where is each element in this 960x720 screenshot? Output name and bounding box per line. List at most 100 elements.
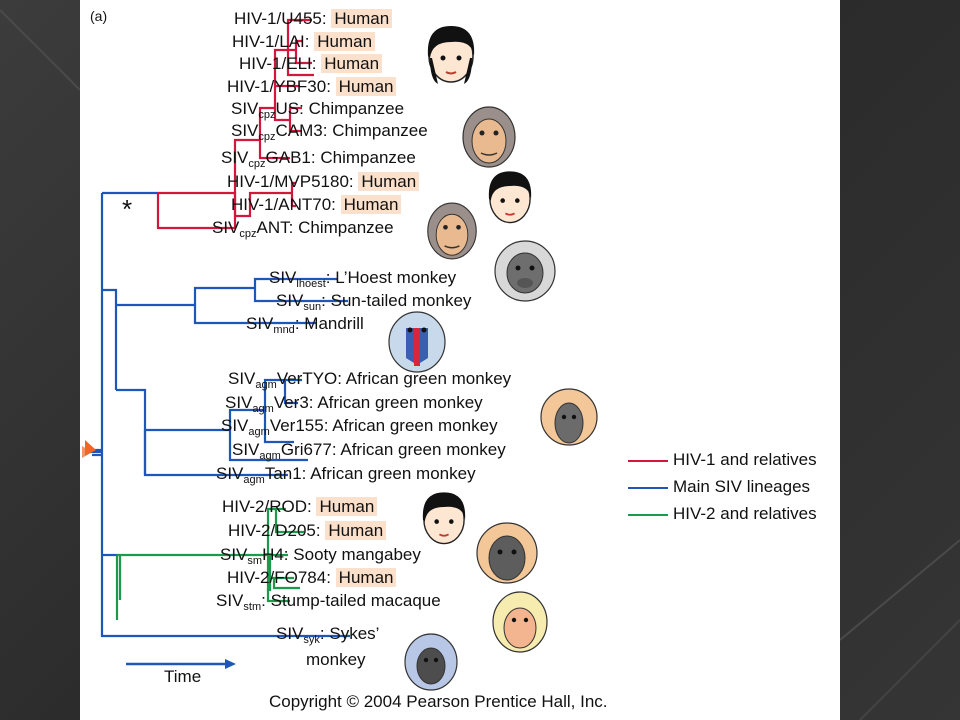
strain-name: HIV-1/YBF30: [227,77,331,96]
virus-subscript: stm [243,601,262,613]
virus-base: SIV [232,440,260,459]
host-name: Chimpanzee [332,121,428,140]
strain-name: HIV-2/ROD: [222,497,312,516]
african-green-monkey-face-icon [540,388,598,446]
virus-subscript: mnd [273,324,295,336]
host-name: Human [358,172,420,191]
leaf-label: SIVlhoest: L’Hoest monkey [269,268,457,290]
leaf-label: SIVsun: Sun-tailed monkey [276,291,472,313]
strain-name: HIV-1/ANT70: [231,195,336,214]
virus-base: SIV [228,369,256,388]
leaf-label: SIVstm: Stump-tailed macaque [216,591,441,613]
strain-suffix: Ver155: [269,416,329,435]
strain-name: HIV-2/D205: [228,521,321,540]
star-marker: * [122,194,133,224]
chimpanzee-face-icon [427,202,477,260]
leaf-label: HIV-1/MVP5180: Human [227,172,420,193]
host-name: Sooty mangabey [293,545,421,564]
host-name: Human [340,195,402,214]
virus-subscript: agm [243,474,265,486]
time-arrow [126,659,236,669]
leaf-label: SIVsmH4: Sooty mangabey [220,545,421,567]
strain-name: HIV-1/ELI: [239,54,317,73]
virus-base: SIV [276,624,304,643]
host-name: African green monkey [310,464,476,483]
leaf-label: HIV-2/D205: Human [228,521,387,542]
virus-subscript: sun [303,301,322,313]
strain-name: HIV-2/FO784: [227,568,331,587]
host-name: Chimpanzee [298,218,394,237]
host-name: Human [331,9,393,28]
root-arrow-icon [82,440,96,458]
host-name: Human [321,54,383,73]
strain-suffix: Gri677: [280,440,337,459]
leaf-label: SIVsyk: Sykes’monkey [276,624,380,669]
virus-subscript: syk [303,634,320,646]
siv-main-branches [88,191,350,638]
virus-base: SIV [276,291,304,310]
leaf-label: HIV-2/ROD: Human [222,497,378,518]
strain-suffix: ANT: [256,218,294,237]
figure-slide: (a) [80,0,840,720]
leaf-label: HIV-1/U455: Human [234,9,393,30]
legend-label: HIV-2 and relatives [673,504,817,523]
virus-subscript: agm [259,450,281,462]
time-axis-label: Time [164,667,202,686]
leaf-label: HIV-1/YBF30: Human [227,77,397,98]
leaf-label: SIVcpzANT: Chimpanzee [212,218,394,240]
host-name: Chimpanzee [308,99,405,118]
host-name: Human [314,32,376,51]
host-name: Stump-tailed macaque [270,591,441,610]
strain-name: HIV-1/U455: [234,9,327,28]
host-name: African green monkey [332,416,498,435]
virus-base: SIV [269,268,297,287]
host-name: Mandrill [304,314,364,333]
sykes-monkey-face-icon [404,633,458,691]
leaf-label: HIV-1/ELI: Human [239,54,383,75]
virus-base: SIV [216,464,244,483]
host-name: Human [335,568,397,587]
strain-suffix: Tan1: [264,464,307,483]
virus-subscript: sm [247,555,263,567]
legend-label: Main SIV lineages [673,477,811,496]
strain-suffix: GAB1: [265,148,316,167]
stump-tailed-macaque-face-icon [492,591,548,653]
legend-swatch [628,487,668,489]
copyright-notice: Copyright © 2004 Pearson Prentice Hall, … [269,692,608,711]
strain-suffix: US: [275,99,304,118]
host-name: Sun-tailed monkey [330,291,472,310]
strain-suffix: : [325,268,331,287]
strain-suffix: H4: [262,545,289,564]
host-name: African green monkey [345,369,512,388]
virus-subscript: agm [252,403,274,415]
leaf-label: SIVcpzGAB1: Chimpanzee [221,148,416,170]
host-name: L’Hoest monkey [335,268,457,287]
leaf-label: SIVcpzCAM3: Chimpanzee [231,121,428,143]
panel-label: (a) [90,8,108,24]
leaf-label: SIVagmGri677: African green monkey [232,440,506,462]
virus-base: SIV [220,545,248,564]
strain-name: HIV-1/LAI: [232,32,310,51]
leaf-label: SIVagmVer3: African green monkey [225,393,483,415]
chimpanzee-face-icon [462,106,516,168]
virus-base: SIV [225,393,253,412]
human-face-icon [422,492,466,545]
virus-base: SIV [231,99,259,118]
lhoest-monkey-face-icon [494,240,556,302]
strain-suffix: : [261,591,266,610]
host-name: African green monkey [340,440,506,459]
hiv1-clade-branches [156,18,314,230]
leaf-label: SIVagmTan1: African green monkey [216,464,476,486]
leaf-label: SIVcpzUS: Chimpanzee [231,99,405,121]
host-name: Sykes’ [329,624,380,643]
human-face-icon [427,26,475,84]
virus-subscript: cpz [258,109,276,121]
host-name: Human [335,77,397,96]
host-name-line2: monkey [306,650,366,669]
legend-swatch [628,460,668,462]
leaf-label: SIVagmVerTYO: African green monkey [228,369,512,391]
host-name: Chimpanzee [320,148,416,167]
virus-base: SIV [221,148,249,167]
strain-suffix: VerTYO: [276,369,342,388]
